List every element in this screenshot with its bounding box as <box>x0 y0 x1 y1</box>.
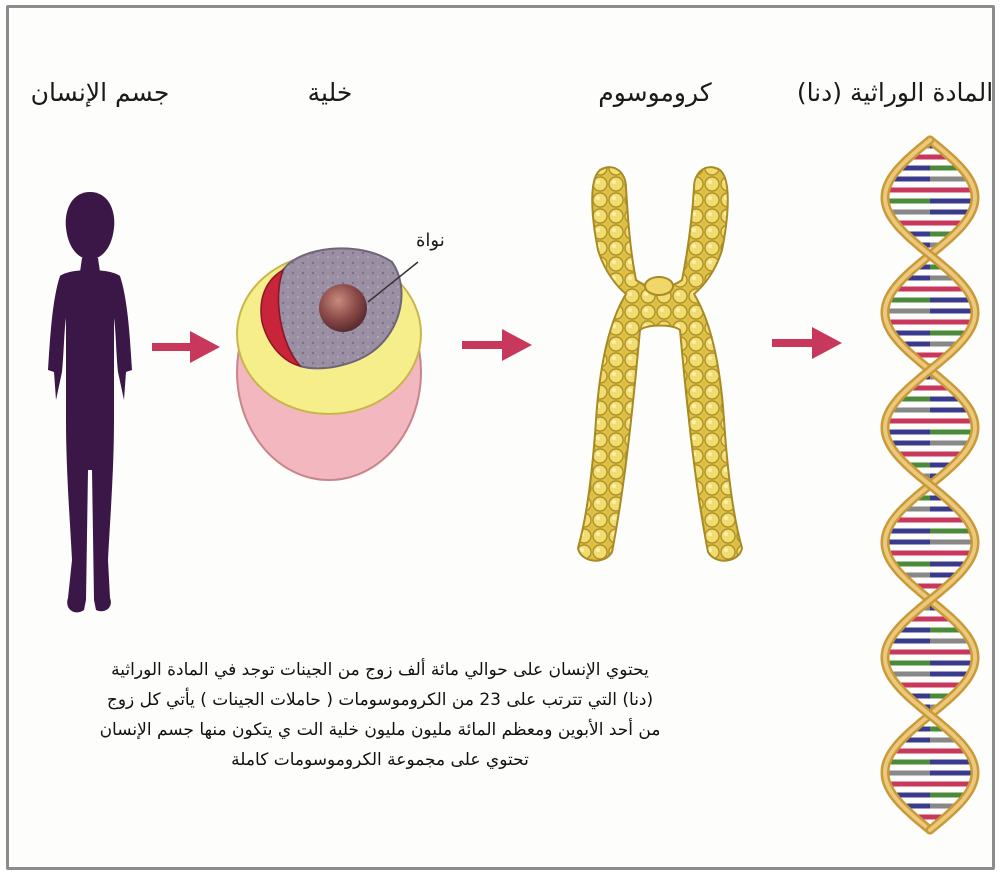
arrow-right-icon <box>772 327 842 359</box>
human-silhouette-icon <box>48 192 132 612</box>
caption-line: (دنا) التي تترتب على 23 من الكروموسومات … <box>60 685 700 715</box>
arrow-right-icon <box>462 329 532 361</box>
caption-line: تحتوي على مجموعة الكروموسومات كاملة <box>60 745 700 775</box>
cell-icon <box>237 248 421 480</box>
dna-helix-icon <box>885 140 975 830</box>
chromosome-icon <box>578 167 742 561</box>
caption-line: من أحد الأبوين ومعظم المائة مليون مليون … <box>60 715 700 745</box>
label-nucleus: نواة <box>416 230 445 251</box>
caption-line: يحتوي الإنسان على حوالي مائة ألف زوج من … <box>60 655 700 685</box>
caption: يحتوي الإنسان على حوالي مائة ألف زوج من … <box>60 655 700 775</box>
arrow-right-icon <box>152 331 220 363</box>
